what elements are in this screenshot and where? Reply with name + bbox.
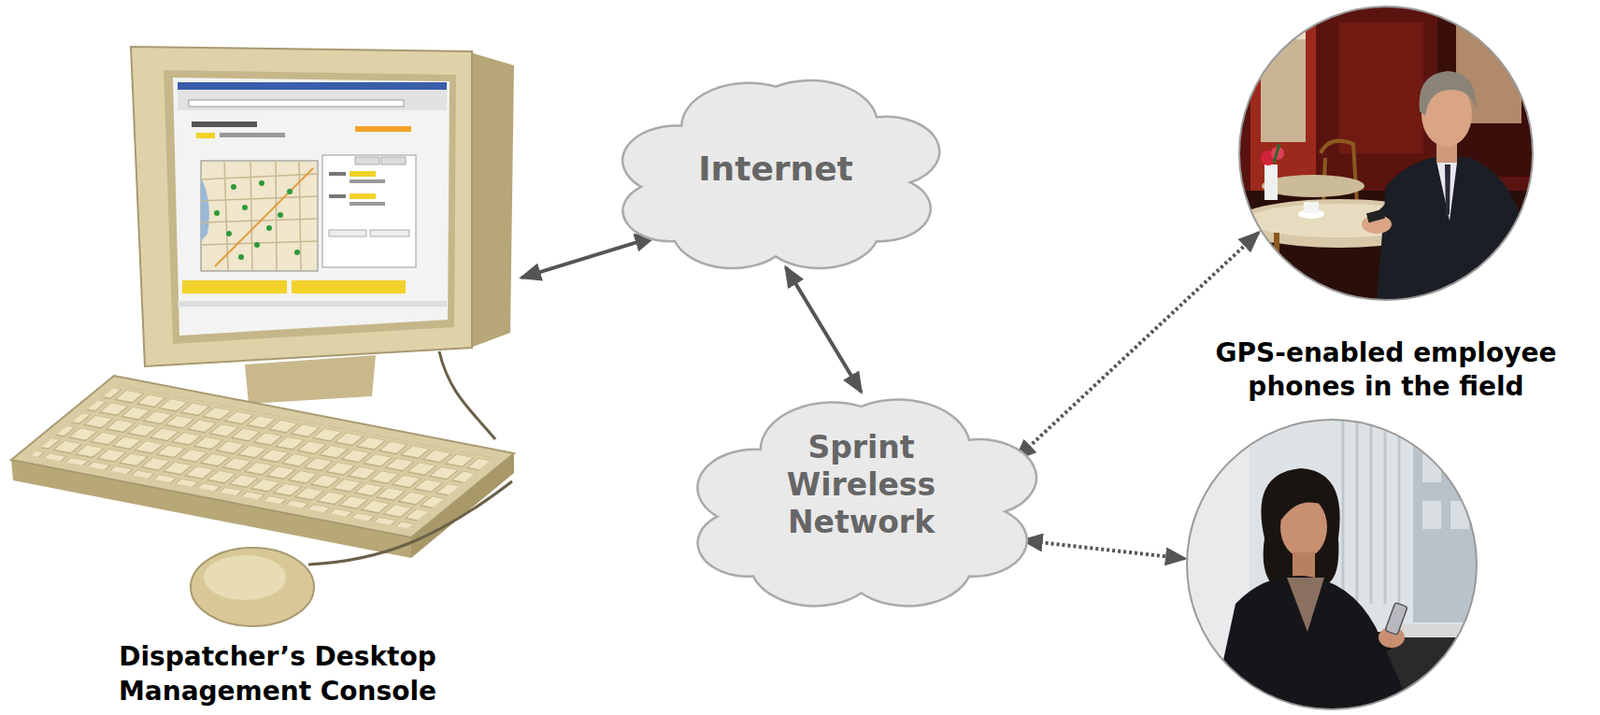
wireless-link-arrow (1023, 540, 1186, 558)
field-employee-photo (1236, 3, 1536, 303)
network-link-arrow (521, 236, 655, 278)
cloud-label: Sprint Wireless Network (754, 428, 970, 543)
node-caption: Dispatcher’s Desktop Management Console (76, 640, 479, 709)
network-cloud: Sprint Wireless Network (681, 372, 1042, 613)
computer-illustration (7, 44, 522, 711)
node-caption: GPS-enabled employee phones in the field (1180, 336, 1592, 405)
employee-photo-circle (1184, 416, 1480, 713)
network-cloud: Internet (607, 56, 944, 274)
cloud-label: Internet (635, 148, 916, 189)
dispatcher-console: Dispatcher’s Desktop Management Console (7, 44, 522, 711)
employee-photo-circle: GPS-enabled employee phones in the field (1236, 3, 1536, 303)
network-link-arrow (785, 267, 862, 392)
field-employee-photo (1184, 416, 1480, 713)
